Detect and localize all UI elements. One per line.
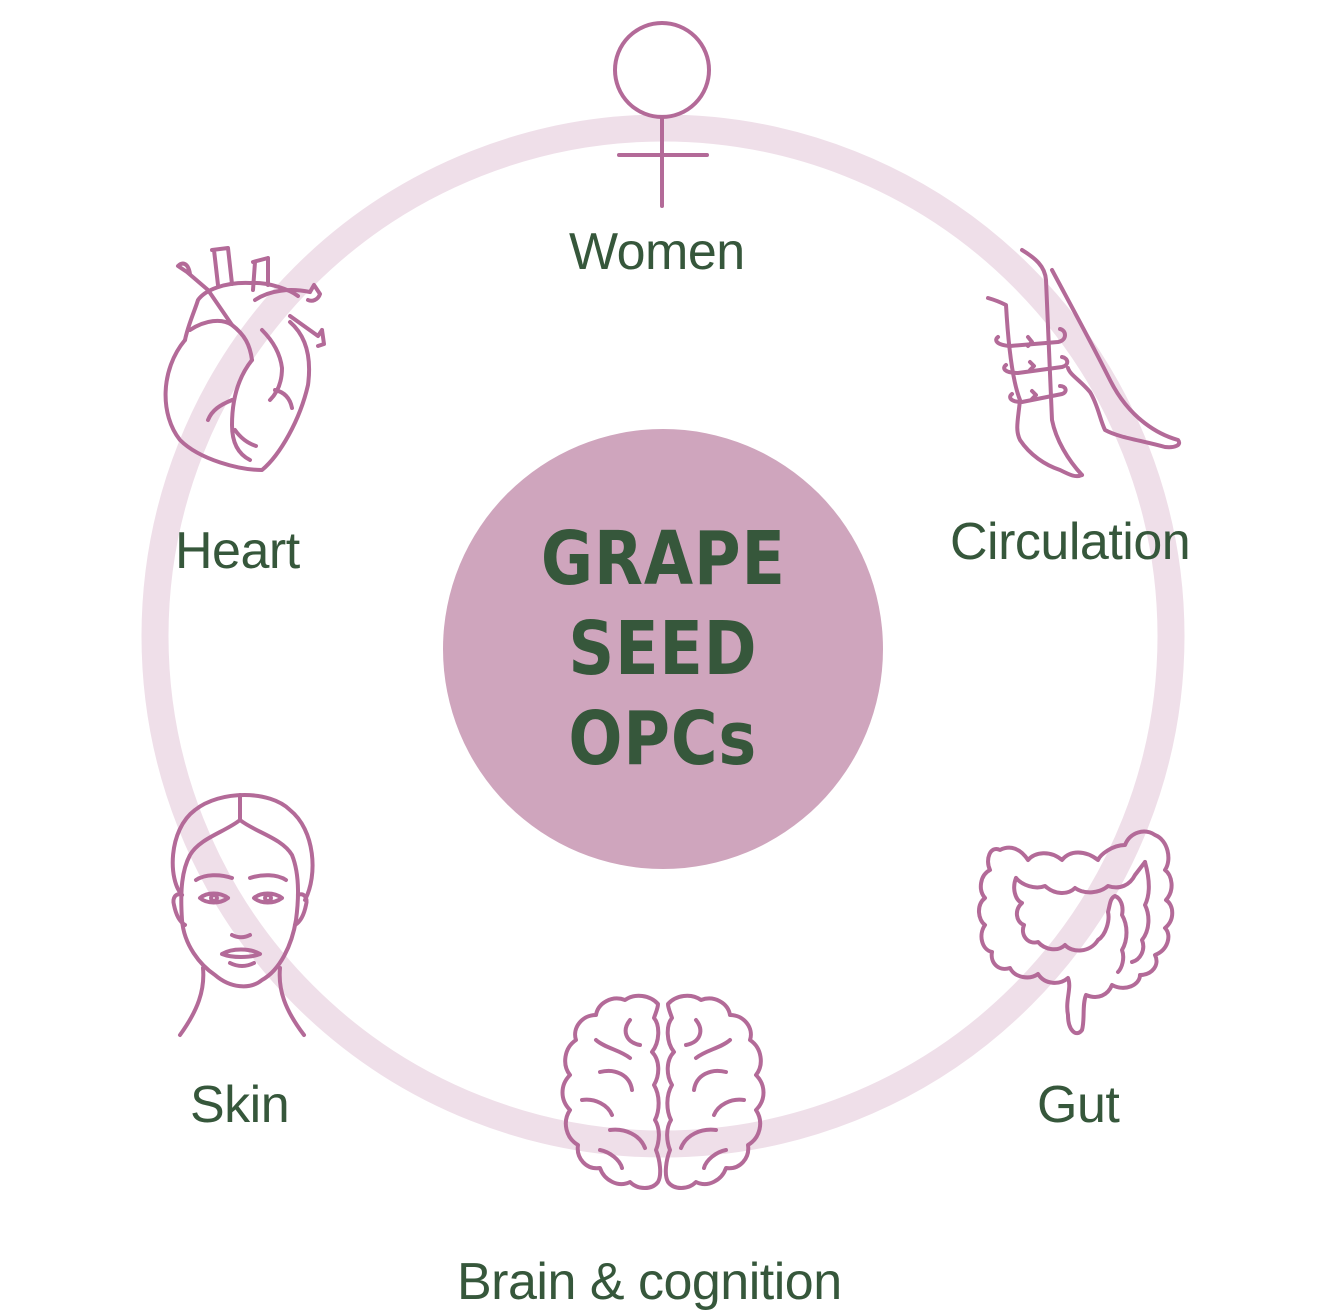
- face-icon: [170, 793, 315, 1037]
- label-skin: Skin: [190, 1076, 290, 1134]
- label-circulation: Circulation: [950, 513, 1191, 571]
- female-symbol-icon: [613, 21, 711, 208]
- label-heart: Heart: [175, 522, 300, 580]
- label-women: Women: [569, 223, 745, 281]
- leg-compression-icon: [986, 248, 1182, 479]
- center-title-line-1: GRAPE: [540, 516, 786, 602]
- intestine-icon: [977, 829, 1175, 1036]
- label-gut: Gut: [1037, 1076, 1120, 1134]
- center-title-line-2: SEED: [568, 606, 758, 692]
- brain-icon: [560, 993, 766, 1190]
- center-title-line-3: OPCs: [568, 696, 758, 782]
- heart-anatomy-icon: [163, 246, 326, 472]
- center-title: GRAPE SEED OPCs: [443, 443, 883, 855]
- center-disc: [443, 429, 883, 869]
- label-brain-cognition: Brain & cognition: [457, 1253, 842, 1311]
